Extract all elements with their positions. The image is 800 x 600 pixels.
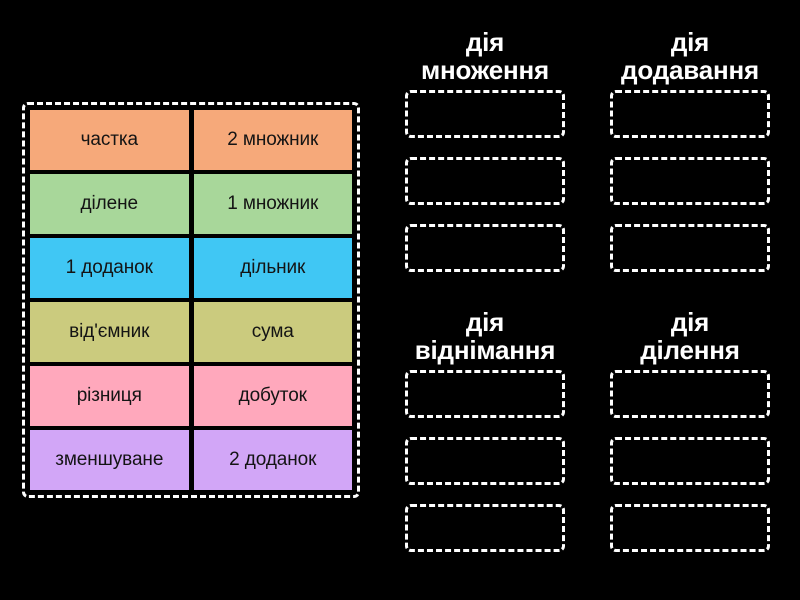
- drop-slot[interactable]: [610, 504, 770, 553]
- drop-slot[interactable]: [610, 157, 770, 206]
- tile-1-dodanok[interactable]: 1 доданок: [30, 238, 189, 298]
- slot-stack-addition: [610, 90, 770, 273]
- drop-slot[interactable]: [405, 504, 565, 553]
- tile-1-mnozhnyk[interactable]: 1 множник: [193, 174, 352, 234]
- tile-vidyemnyk[interactable]: від'ємник: [30, 302, 189, 362]
- group-title-subtraction: дія віднімання: [414, 307, 556, 366]
- tile-row: від'ємник сума: [30, 302, 352, 362]
- drop-slot[interactable]: [405, 90, 565, 139]
- tile-row: частка 2 множник: [30, 110, 352, 170]
- group-title-multiplication: дія множення: [420, 27, 549, 86]
- drop-group-subtraction: дія віднімання: [405, 307, 565, 553]
- slot-stack-subtraction: [405, 370, 565, 553]
- tile-zmenshuvane[interactable]: зменшуване: [30, 430, 189, 490]
- group-title-addition: дія додавання: [621, 27, 759, 86]
- tile-suma[interactable]: сума: [193, 302, 352, 362]
- drop-slot[interactable]: [405, 157, 565, 206]
- tile-row: ділене 1 множник: [30, 174, 352, 234]
- tile-row: 1 доданок дільник: [30, 238, 352, 298]
- drop-slot[interactable]: [610, 370, 770, 419]
- tile-2-mnozhnyk[interactable]: 2 множник: [193, 110, 352, 170]
- tile-tray: частка 2 множник ділене 1 множник 1 дода…: [22, 102, 360, 498]
- drop-group-division: дія ділення: [610, 307, 770, 553]
- tile-row: зменшуване 2 доданок: [30, 430, 352, 490]
- slot-stack-multiplication: [405, 90, 565, 273]
- tile-chastka[interactable]: частка: [30, 110, 189, 170]
- drop-slot[interactable]: [610, 224, 770, 273]
- tile-dilnyk[interactable]: дільник: [193, 238, 352, 298]
- group-title-division: дія ділення: [640, 307, 740, 366]
- drop-slot[interactable]: [405, 224, 565, 273]
- drop-slot[interactable]: [405, 437, 565, 486]
- tile-row: різниця добуток: [30, 366, 352, 426]
- drop-slot[interactable]: [405, 370, 565, 419]
- tile-2-dodanok[interactable]: 2 доданок: [193, 430, 352, 490]
- tile-dobutok[interactable]: добуток: [193, 366, 352, 426]
- tile-dilene[interactable]: ділене: [30, 174, 189, 234]
- drop-slot[interactable]: [610, 437, 770, 486]
- drop-slot[interactable]: [610, 90, 770, 139]
- slot-stack-division: [610, 370, 770, 553]
- drop-group-multiplication: дія множення: [405, 27, 565, 273]
- tile-riznytsya[interactable]: різниця: [30, 366, 189, 426]
- drop-group-addition: дія додавання: [610, 27, 770, 273]
